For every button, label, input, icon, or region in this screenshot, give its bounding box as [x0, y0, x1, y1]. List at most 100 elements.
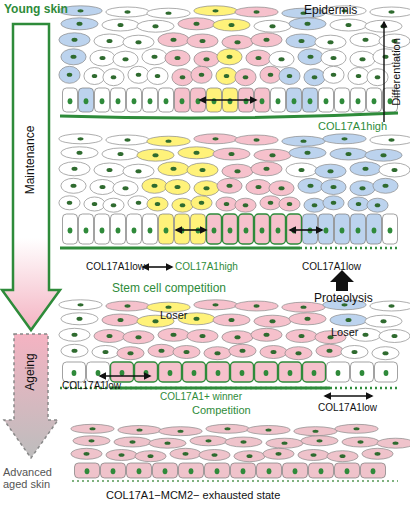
cell-nucleus [180, 98, 185, 104]
cell-nucleus [247, 454, 253, 458]
epidermal-cell [147, 68, 168, 85]
epidermal-cell [194, 6, 237, 16]
epidermal-cell [71, 448, 102, 459]
cell-nucleus [164, 228, 169, 234]
epidermal-cell [59, 33, 90, 47]
annotation-label: COL17A1low [62, 380, 121, 391]
epidermal-cell [260, 196, 281, 210]
cell-nucleus [279, 186, 285, 190]
cell-nucleus [356, 228, 361, 234]
epidermal-cell [235, 69, 256, 86]
cell-nucleus [375, 452, 381, 456]
epidermal-cell [178, 147, 215, 159]
epidermal-cell [225, 437, 262, 447]
cell-nucleus [360, 57, 366, 61]
epidermal-cell [213, 19, 250, 31]
cell-nucleus [189, 468, 194, 474]
epidermal-cell [118, 426, 161, 435]
cell-nucleus [336, 370, 341, 376]
basal-stem-cell [303, 362, 326, 382]
competition-arrow [290, 229, 322, 231]
cell-nucleus [358, 440, 364, 443]
cell-nucleus [319, 468, 324, 474]
epidermal-cell [158, 33, 189, 47]
cell-nucleus [128, 351, 134, 355]
cell-nucleus [118, 318, 124, 322]
epidermal-cell [187, 34, 218, 48]
basal-stem-cell [79, 88, 94, 112]
annotation-label: COL17A1+ winner [160, 391, 242, 402]
basal-stem-cell [143, 88, 158, 112]
basal-stem-cell [287, 214, 302, 244]
epidermal-cell [286, 330, 317, 343]
cell-nucleus [72, 349, 78, 353]
cell-nucleus [229, 318, 235, 322]
cell-nucleus [84, 228, 89, 234]
cell-nucleus [264, 333, 270, 337]
annotation-label: Advanced aged skin [3, 466, 69, 490]
cell-nucleus [381, 153, 387, 157]
annotation-label: COL17A1low [86, 261, 145, 272]
cell-nucleus [213, 9, 219, 12]
cell-nucleus [317, 439, 323, 442]
cell-nucleus [72, 167, 78, 171]
epidermal-cell [217, 178, 242, 193]
cell-nucleus [383, 351, 389, 355]
basal-stem-cell [95, 214, 110, 244]
annotation-label: Proteolysis [314, 292, 373, 305]
cell-nucleus [282, 442, 288, 445]
epidermal-cell [94, 163, 125, 177]
cell-nucleus [301, 140, 307, 143]
epidermal-cell [137, 149, 174, 161]
cell-nucleus [244, 98, 249, 104]
cell-nucleus [312, 203, 318, 207]
cell-nucleus [254, 138, 260, 141]
cell-nucleus [148, 98, 153, 104]
epidermal-cell [367, 69, 388, 86]
epidermal-cell [266, 438, 303, 448]
epidermal-cell [114, 437, 151, 447]
cell-nucleus [266, 429, 272, 432]
basal-stem-cell [335, 463, 360, 478]
epidermal-cell [379, 330, 410, 343]
basal-stem-cell [257, 463, 282, 478]
basement-membrane [60, 247, 300, 250]
basal-stem-cell [63, 88, 78, 112]
competition-arrow [100, 375, 150, 377]
cell-nucleus [352, 350, 358, 354]
cell-nucleus [331, 185, 337, 189]
cell-nucleus [194, 151, 200, 155]
cell-nucleus [229, 152, 235, 156]
cell-nucleus [256, 185, 262, 189]
vertical-label: Maintenance [24, 126, 37, 195]
epidermal-cell [123, 35, 154, 49]
epidermal-cell [294, 427, 337, 436]
cell-nucleus [120, 370, 125, 376]
cell-nucleus [71, 184, 77, 188]
cell-nucleus [200, 168, 206, 172]
cell-nucleus [137, 429, 143, 432]
epidermal-cell [289, 18, 326, 30]
cell-nucleus [299, 168, 305, 172]
epidermal-cell [191, 196, 212, 210]
epidermal-cell [372, 347, 399, 360]
cell-nucleus [67, 73, 73, 77]
epidermal-cell [315, 164, 346, 178]
cell-nucleus [268, 201, 274, 205]
cell-nucleus [243, 203, 249, 207]
cell-nucleus [228, 228, 233, 234]
cell-nucleus [163, 468, 168, 474]
cell-nucleus [228, 98, 233, 104]
epidermal-cell [234, 451, 265, 462]
cell-nucleus [136, 335, 142, 339]
epidermal-cell [172, 69, 193, 86]
epidermal-cell [190, 436, 227, 446]
epidermal-cell [365, 315, 402, 327]
cell-nucleus [72, 333, 78, 337]
cell-nucleus [204, 57, 210, 61]
epidermal-cell [285, 347, 312, 360]
epidermal-cell [330, 314, 367, 326]
basal-stem-cell [153, 463, 178, 478]
epidermal-cell [298, 178, 323, 193]
